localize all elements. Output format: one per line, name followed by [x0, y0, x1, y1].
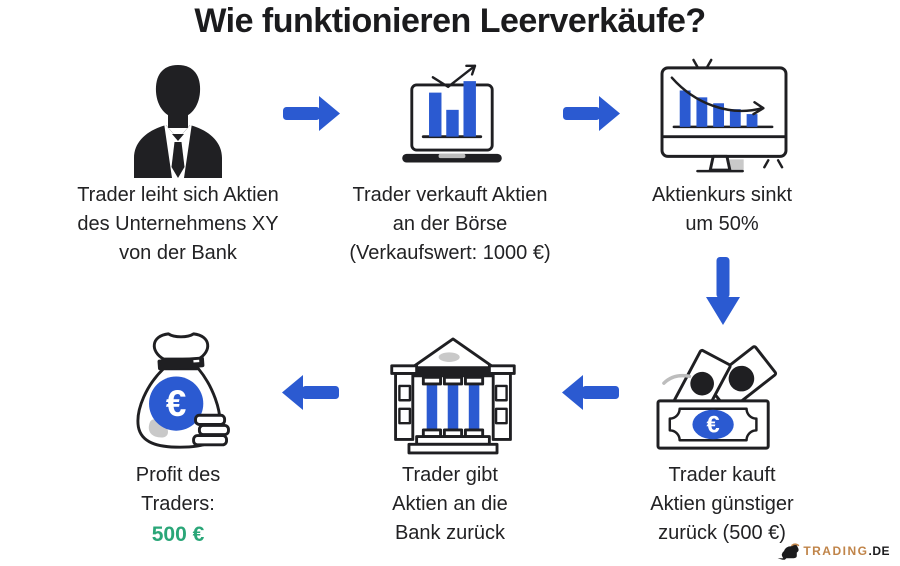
- trading-de-logo: TRADING.DE: [776, 542, 890, 560]
- arrow-down-icon: [703, 255, 743, 327]
- caption-line: des Unternehmens XY: [77, 213, 279, 235]
- caption-line: Profit des: [135, 464, 221, 486]
- caption-line: Aktienkurs sinkt: [651, 184, 793, 206]
- caption-line: Bank zurück: [394, 522, 506, 544]
- caption-line: Aktien günstiger: [650, 493, 794, 515]
- caption-line: Trader leiht sich Aktien: [77, 184, 279, 206]
- step-1-caption: Trader leiht sich Aktien des Unternehmen…: [28, 181, 328, 268]
- arrow-left-icon: [281, 372, 341, 412]
- businessman-icon: [120, 62, 236, 178]
- logo-tld-text: .DE: [868, 544, 890, 558]
- caption-line: Trader kauft: [668, 464, 776, 486]
- arrow-right-icon: [561, 93, 621, 133]
- caption-line: zurück (500 €): [658, 522, 786, 544]
- caption-line: Traders:: [141, 493, 215, 515]
- arrow-right-icon: [281, 93, 341, 133]
- step-2-caption: Trader verkauft Aktien an der Börse (Ver…: [300, 181, 600, 268]
- caption-line: an der Börse: [392, 213, 508, 235]
- step-3-caption: Aktienkurs sinkt um 50%: [572, 181, 872, 239]
- caption-line: (Verkaufswert: 1000 €): [349, 242, 551, 264]
- monitor-decline-icon: [650, 58, 798, 180]
- page-title: Wie funktionieren Leerverkäufe?: [194, 2, 706, 40]
- step-5-caption: Trader gibt Aktien an die Bank zurück: [300, 461, 600, 548]
- euro-symbol: €: [707, 412, 720, 438]
- caption-line: Trader verkauft Aktien: [352, 184, 548, 206]
- logo-brand-text: TRADING: [803, 544, 869, 558]
- euro-symbol: €: [166, 383, 186, 424]
- caption-line: um 50%: [685, 213, 759, 235]
- arrow-left-icon: [561, 372, 621, 412]
- laptop-chart-icon: [385, 58, 519, 177]
- money-bag-icon: €: [118, 330, 244, 454]
- caption-line: Aktien an die: [392, 493, 508, 515]
- bull-icon: [776, 542, 800, 560]
- profit-value: 500 €: [151, 523, 205, 546]
- caption-line: von der Bank: [119, 242, 237, 264]
- caption-line: Trader gibt: [402, 464, 498, 486]
- bank-icon: [386, 334, 520, 455]
- step-6-caption: Profit des Traders: 500 €: [28, 461, 328, 549]
- step-4-caption: Trader kauft Aktien günstiger zurück (50…: [572, 461, 872, 548]
- banknotes-icon: €: [650, 332, 788, 456]
